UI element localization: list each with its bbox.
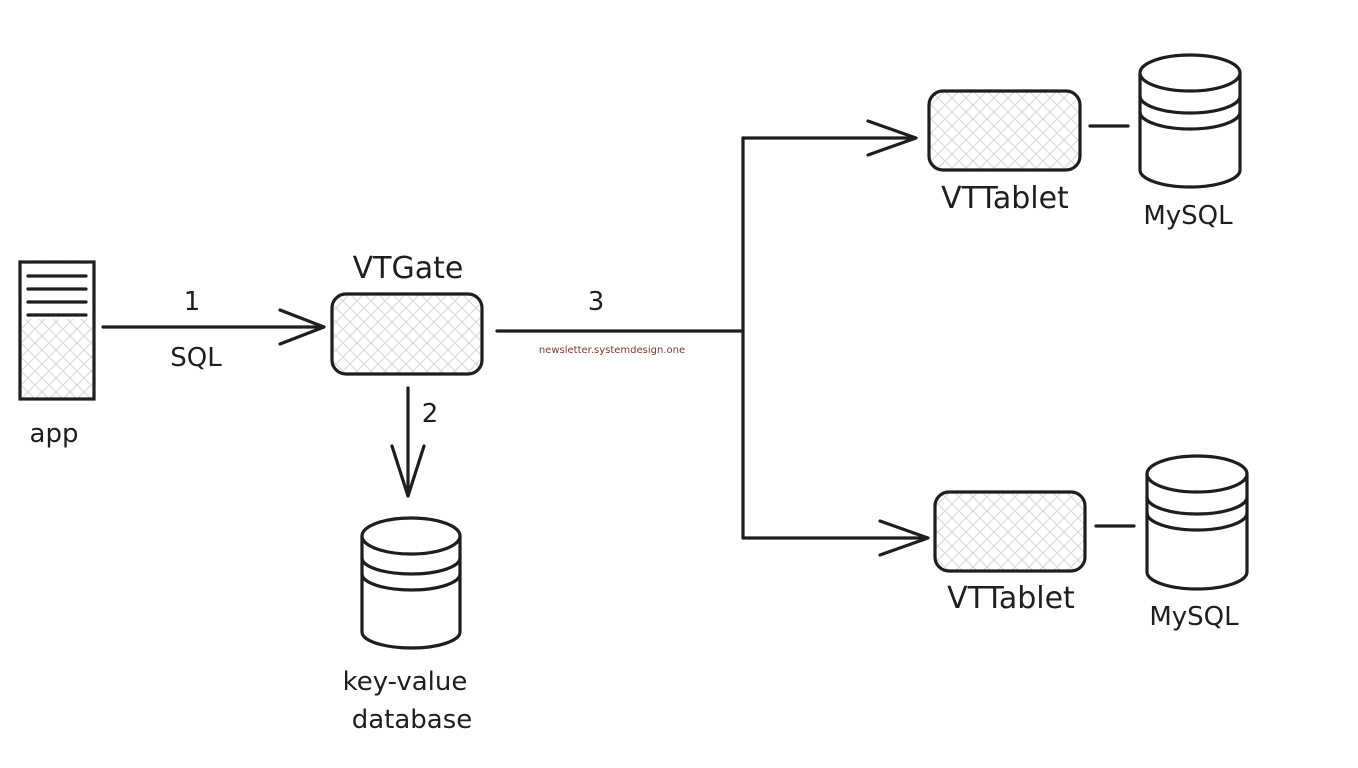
sql-arrow (101, 308, 326, 346)
route-arrows (495, 119, 930, 557)
vttablet-top-node (927, 89, 1082, 172)
app-label: app (30, 419, 79, 449)
step-3-number: 3 (588, 287, 605, 317)
mysql-bottom-label: MySQL (1149, 602, 1239, 632)
vtgate-node (330, 292, 484, 376)
vttablet-bottom-node (933, 490, 1087, 573)
lookup-arrow (390, 386, 426, 498)
key-value-database-icon (360, 516, 462, 650)
app-server-icon (18, 260, 96, 401)
vttablet-top-label: VTTablet (941, 181, 1069, 216)
sql-label: SQL (170, 343, 222, 373)
watermark-text: newsletter.systemdesign.one (539, 345, 685, 356)
key-value-label-line2: database (352, 705, 473, 735)
step-1-number: 1 (184, 287, 201, 317)
step-2-number: 2 (422, 399, 439, 429)
vttablet-bottom-label: VTTablet (947, 581, 1075, 616)
mysql-top-icon (1138, 53, 1242, 189)
mysql-top-label: MySQL (1143, 201, 1233, 231)
mysql-bottom-icon (1145, 454, 1249, 591)
key-value-label-line1: key-value (343, 667, 468, 697)
vtgate-label: VTGate (353, 251, 464, 286)
